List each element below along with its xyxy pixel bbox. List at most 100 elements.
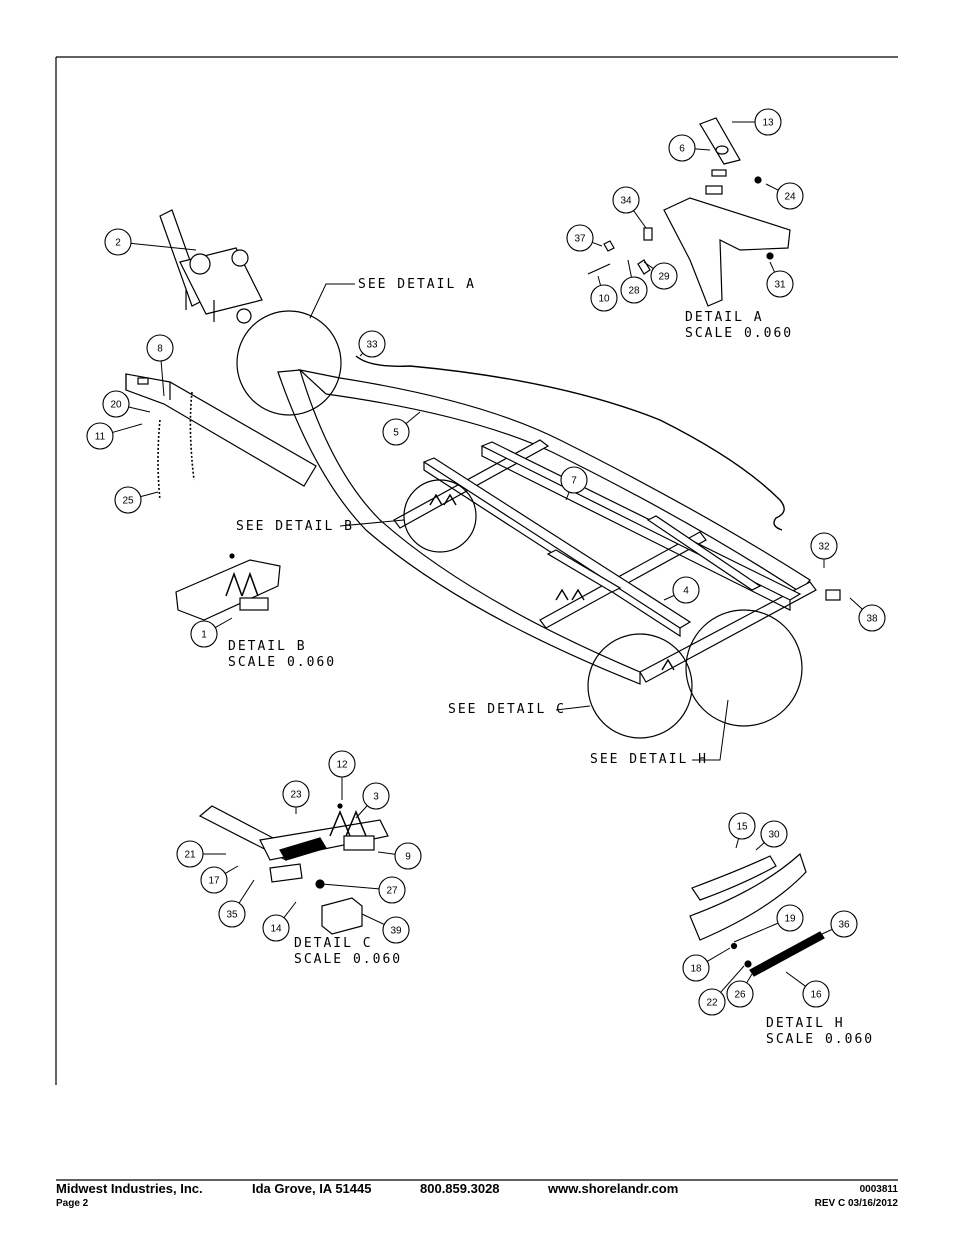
part-bubble-19	[776, 904, 804, 932]
callout-leaders	[309, 283, 729, 761]
part-bubble-11	[86, 422, 114, 450]
part-bubble-37	[566, 224, 594, 252]
bubble-leader-27	[321, 883, 380, 890]
winch-stand	[159, 209, 263, 324]
part-bubble-label-11: 11	[95, 432, 106, 443]
part-bubble-label-17: 17	[208, 876, 220, 887]
part-bubble-label-39: 39	[390, 926, 402, 937]
part-bubble-label-28: 28	[628, 286, 640, 297]
part-bubble-label-3: 3	[373, 792, 379, 803]
tongue-assembly	[125, 373, 317, 501]
part-bubble-33	[358, 330, 386, 358]
part-bubble-label-2: 2	[115, 238, 121, 249]
detail-a-title: DETAIL A	[685, 310, 764, 325]
part-bubble-2	[104, 228, 132, 256]
part-bubble-label-24: 24	[784, 192, 796, 203]
part-bubble-label-36: 36	[838, 920, 850, 931]
part-bubble-9	[394, 842, 422, 870]
part-bubble-label-23: 23	[290, 790, 302, 801]
part-bubble-3	[362, 782, 390, 810]
bubble-leader-35	[238, 879, 255, 904]
part-bubble-18	[682, 954, 710, 982]
bubble-leader-2	[130, 242, 197, 251]
part-bubble-20	[102, 390, 130, 418]
bubble-leader-34	[633, 210, 647, 229]
bubble-leader-7	[565, 491, 570, 501]
part-bubble-28	[620, 276, 648, 304]
see-detail-c-label: SEE DETAIL C	[448, 702, 566, 717]
bubble-leader-29	[643, 261, 654, 269]
see-detail-b-label: SEE DETAIL B	[236, 519, 354, 534]
part-bubble-6	[668, 134, 696, 162]
footer-city: Ida Grove, IA 51445	[252, 1181, 372, 1196]
detail-h-title: DETAIL H	[766, 1016, 845, 1031]
bubble-leader-17	[224, 865, 239, 874]
part-bubble-label-8: 8	[157, 344, 163, 355]
part-bubble-label-1: 1	[201, 630, 207, 641]
part-bubble-25	[114, 486, 142, 514]
detail-circles	[236, 310, 803, 739]
part-bubble-7	[560, 466, 588, 494]
detail-a-drawing	[587, 117, 791, 307]
part-bubble-label-29: 29	[658, 272, 670, 283]
part-bubble-label-31: 31	[774, 280, 786, 291]
part-bubble-label-30: 30	[768, 830, 780, 841]
part-bubble-12	[328, 750, 356, 778]
detail-c-scale: SCALE 0.060	[294, 952, 402, 967]
part-bubble-label-21: 21	[184, 850, 196, 861]
part-bubble-23	[282, 780, 310, 808]
detail-a-scale: SCALE 0.060	[685, 326, 793, 341]
part-bubble-label-12: 12	[336, 760, 348, 771]
detail-b-circle	[403, 479, 477, 553]
part-bubble-24	[776, 182, 804, 210]
footer-company: Midwest Industries, Inc.	[56, 1181, 203, 1196]
detail-b-drawing	[175, 553, 281, 621]
detail-h-circle	[685, 609, 803, 727]
part-bubble-10	[590, 284, 618, 312]
bubble-leader-5	[405, 411, 421, 425]
detail-b-scale: SCALE 0.060	[228, 655, 336, 670]
part-bubble-label-27: 27	[386, 886, 398, 897]
part-bubble-label-22: 22	[706, 998, 718, 1009]
bubble-leader-39	[361, 913, 385, 925]
part-bubble-label-15: 15	[736, 822, 748, 833]
part-bubble-29	[650, 262, 678, 290]
footer-doc-number: 0003811	[859, 1184, 898, 1195]
bubble-leader-14	[283, 901, 297, 919]
bubble-leader-10	[597, 275, 602, 286]
part-bubble-label-10: 10	[598, 294, 610, 305]
detail-c-circle	[587, 633, 693, 739]
bubble-leader-16	[785, 971, 806, 987]
part-bubble-label-32: 32	[818, 542, 830, 553]
part-bubble-label-18: 18	[690, 964, 702, 975]
part-bubble-17	[200, 866, 228, 894]
part-bubble-label-9: 9	[405, 852, 411, 863]
part-bubble-label-5: 5	[393, 428, 399, 439]
part-bubble-16	[802, 980, 830, 1008]
part-bubble-label-14: 14	[270, 924, 282, 935]
footer-website[interactable]: www.shorelandr.com	[548, 1181, 679, 1196]
bubble-leader-26	[746, 973, 753, 984]
part-bubble-label-34: 34	[620, 196, 632, 207]
part-bubble-38	[858, 604, 886, 632]
part-bubble-label-26: 26	[734, 990, 746, 1001]
footer-phone: 800.859.3028	[420, 1181, 500, 1196]
bubble-leader-8	[160, 360, 165, 397]
see-detail-h-label: SEE DETAIL H	[590, 752, 708, 767]
part-bubble-label-38: 38	[866, 614, 878, 625]
bubble-leader-6	[694, 148, 711, 151]
see-detail-a-label: SEE DETAIL A	[358, 277, 476, 292]
bubble-leader-30	[755, 842, 765, 851]
bubble-leader-19	[733, 922, 779, 943]
bubble-leader-37	[592, 241, 603, 247]
detail-a-circle	[236, 310, 342, 416]
part-bubble-label-35: 35	[226, 910, 238, 921]
bubble-leader-15	[735, 838, 740, 849]
part-bubble-label-20: 20	[110, 400, 122, 411]
part-bubble-4	[672, 576, 700, 604]
part-bubble-32	[810, 532, 838, 560]
footer-revision: REV C 03/16/2012	[814, 1198, 898, 1209]
part-bubble-35	[218, 900, 246, 928]
